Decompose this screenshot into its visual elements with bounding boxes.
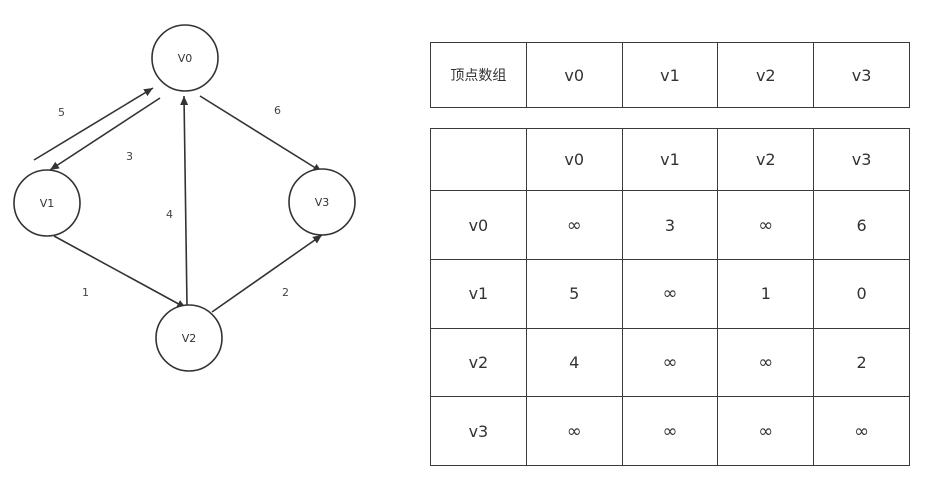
matrix-cell: 6 <box>813 190 910 261</box>
vertex-array-table: 顶点数组 v0 v1 v2 v3 <box>430 42 910 108</box>
matrix-cell: ∞ <box>717 190 815 261</box>
edge-weight-v1-v2: 1 <box>82 286 89 299</box>
vertex-array-cell: v2 <box>717 42 815 108</box>
matrix-row-v2: v2 4 ∞ ∞ 2 <box>430 327 910 398</box>
matrix-column-header: v2 <box>717 127 815 192</box>
directed-graph: 5 3 6 4 1 2 V0 V1 V2 V3 <box>13 24 356 372</box>
edge-weight-v0-v3: 6 <box>274 104 281 117</box>
matrix-row-header: v1 <box>430 259 527 329</box>
matrix-cell: 5 <box>525 259 623 329</box>
matrix-column-header: v0 <box>525 127 623 192</box>
node-v2: V2 <box>155 304 223 372</box>
matrix-row-v0: v0 ∞ 3 ∞ 6 <box>430 190 910 261</box>
edge-weight-v0-v1: 3 <box>126 150 133 163</box>
matrix-column-header: v1 <box>621 127 719 192</box>
matrix-cell: 3 <box>621 190 719 261</box>
matrix-row-header: v3 <box>430 396 527 466</box>
node-v3: V3 <box>288 168 356 236</box>
matrix-cell: 2 <box>813 327 910 398</box>
node-label-v2: V2 <box>182 332 197 345</box>
vertex-array-cell: v1 <box>621 42 719 108</box>
node-label-v3: V3 <box>315 196 330 209</box>
matrix-row-header: v0 <box>430 190 527 261</box>
edge-weight-v2-v3: 2 <box>282 286 289 299</box>
node-v0: V0 <box>151 24 219 92</box>
matrix-header-row: v0 v1 v2 v3 <box>430 127 910 192</box>
node-label-v1: V1 <box>40 197 55 210</box>
matrix-cell: ∞ <box>525 396 623 466</box>
matrix-cell: ∞ <box>621 396 719 466</box>
vertex-array-row: 顶点数组 v0 v1 v2 v3 <box>430 42 910 108</box>
matrix-row-header: v2 <box>430 327 527 398</box>
vertex-array-header: 顶点数组 <box>430 42 527 108</box>
matrix-cell: 0 <box>813 259 910 329</box>
node-label-v0: V0 <box>178 52 193 65</box>
matrix-cell: 4 <box>525 327 623 398</box>
edge-v0-v3 <box>199 95 323 173</box>
edge-weight-v1-v0: 5 <box>58 106 65 119</box>
matrix-cell: ∞ <box>621 259 719 329</box>
matrix-cell: ∞ <box>813 396 910 466</box>
vertex-array-cell: v0 <box>525 42 623 108</box>
matrix-cell: 1 <box>717 259 815 329</box>
matrix-row-v3: v3 ∞ ∞ ∞ ∞ <box>430 396 910 466</box>
matrix-cell: ∞ <box>621 327 719 398</box>
matrix-cell: ∞ <box>717 327 815 398</box>
vertex-array-cell: v3 <box>813 42 910 108</box>
matrix-cell: ∞ <box>525 190 623 261</box>
matrix-row-v1: v1 5 ∞ 1 0 <box>430 259 910 329</box>
matrix-corner-cell <box>430 127 527 192</box>
edge-v2-v0 <box>180 95 189 307</box>
edge-v2-v3 <box>211 234 323 313</box>
edge-v1-v0 <box>33 87 154 161</box>
node-v1: V1 <box>13 169 81 237</box>
edge-v0-v1 <box>49 97 161 171</box>
matrix-cell: ∞ <box>717 396 815 466</box>
edge-weight-v2-v0: 4 <box>166 208 173 221</box>
adjacency-matrix-table: v0 v1 v2 v3 v0 ∞ 3 ∞ 6 v1 5 ∞ 1 0 v2 4 ∞… <box>430 127 910 466</box>
edge-v1-v2 <box>53 235 187 309</box>
matrix-column-header: v3 <box>813 127 910 192</box>
